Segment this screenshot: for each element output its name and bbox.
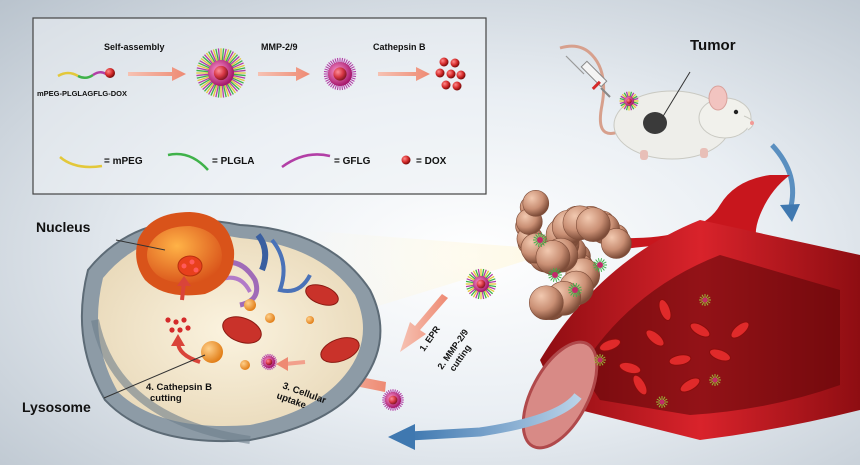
internalized-micelle-icon — [260, 353, 278, 371]
uptake-micelle-icon — [382, 389, 404, 411]
cathepsin-cutting-label-1: 4. Cathepsin B — [146, 382, 212, 393]
gflg-key-label: = GFLG — [334, 156, 371, 167]
mouse-to-vessel-arrow — [770, 143, 796, 211]
mmp-arrow — [258, 67, 310, 81]
syringe-icon — [565, 55, 611, 98]
polymer-name-label: mPEG-PLGLAGFLG-DOX — [37, 89, 127, 98]
plgla-key-icon — [167, 152, 209, 171]
injected-micelle-icon — [619, 91, 639, 111]
mpeg-key-label: = mPEG — [104, 156, 143, 167]
released-dox-icon — [165, 317, 191, 333]
micelle-large-icon — [196, 48, 246, 98]
nucleus — [136, 212, 235, 296]
dox-key-icon — [401, 155, 411, 165]
self-assembly-arrow — [128, 67, 186, 81]
mpeg-key-icon — [59, 156, 103, 169]
epr-micelle-icon — [465, 268, 497, 300]
mitochondrion — [222, 316, 262, 344]
legend-box: mPEG-PLGLAGFLG-DOX Self-assembly MMP-2/9… — [32, 17, 487, 195]
epr-arrow — [400, 294, 448, 352]
plgla-key-label: = PLGLA — [212, 156, 255, 167]
polymer-chain-icon — [57, 68, 115, 79]
cell-illustration — [80, 212, 382, 444]
nucleus-label: Nucleus — [36, 219, 91, 235]
mouse-illustration — [559, 44, 754, 160]
mouse-tumor-icon — [643, 112, 667, 134]
micelle-small-icon — [323, 57, 357, 91]
lysosome-label: Lysosome — [22, 399, 91, 415]
dox-key-label: = DOX — [416, 156, 447, 167]
vessel-to-cell-arrow — [409, 393, 582, 441]
gflg-key-icon — [281, 153, 331, 169]
cathepsin-arrow — [378, 67, 430, 81]
tumor-label: Tumor — [690, 37, 736, 54]
self-assembly-label: Self-assembly — [104, 42, 165, 52]
cathepsin-cutting-label-2: cutting — [150, 393, 182, 404]
red-blood-cells — [594, 294, 750, 408]
cathepsin-label: Cathepsin B — [373, 42, 426, 52]
mmp-label: MMP-2/9 — [261, 42, 298, 52]
dox-cluster-icon — [435, 57, 466, 91]
lysosome-organelle — [201, 341, 223, 363]
tumor-mass — [515, 190, 632, 321]
